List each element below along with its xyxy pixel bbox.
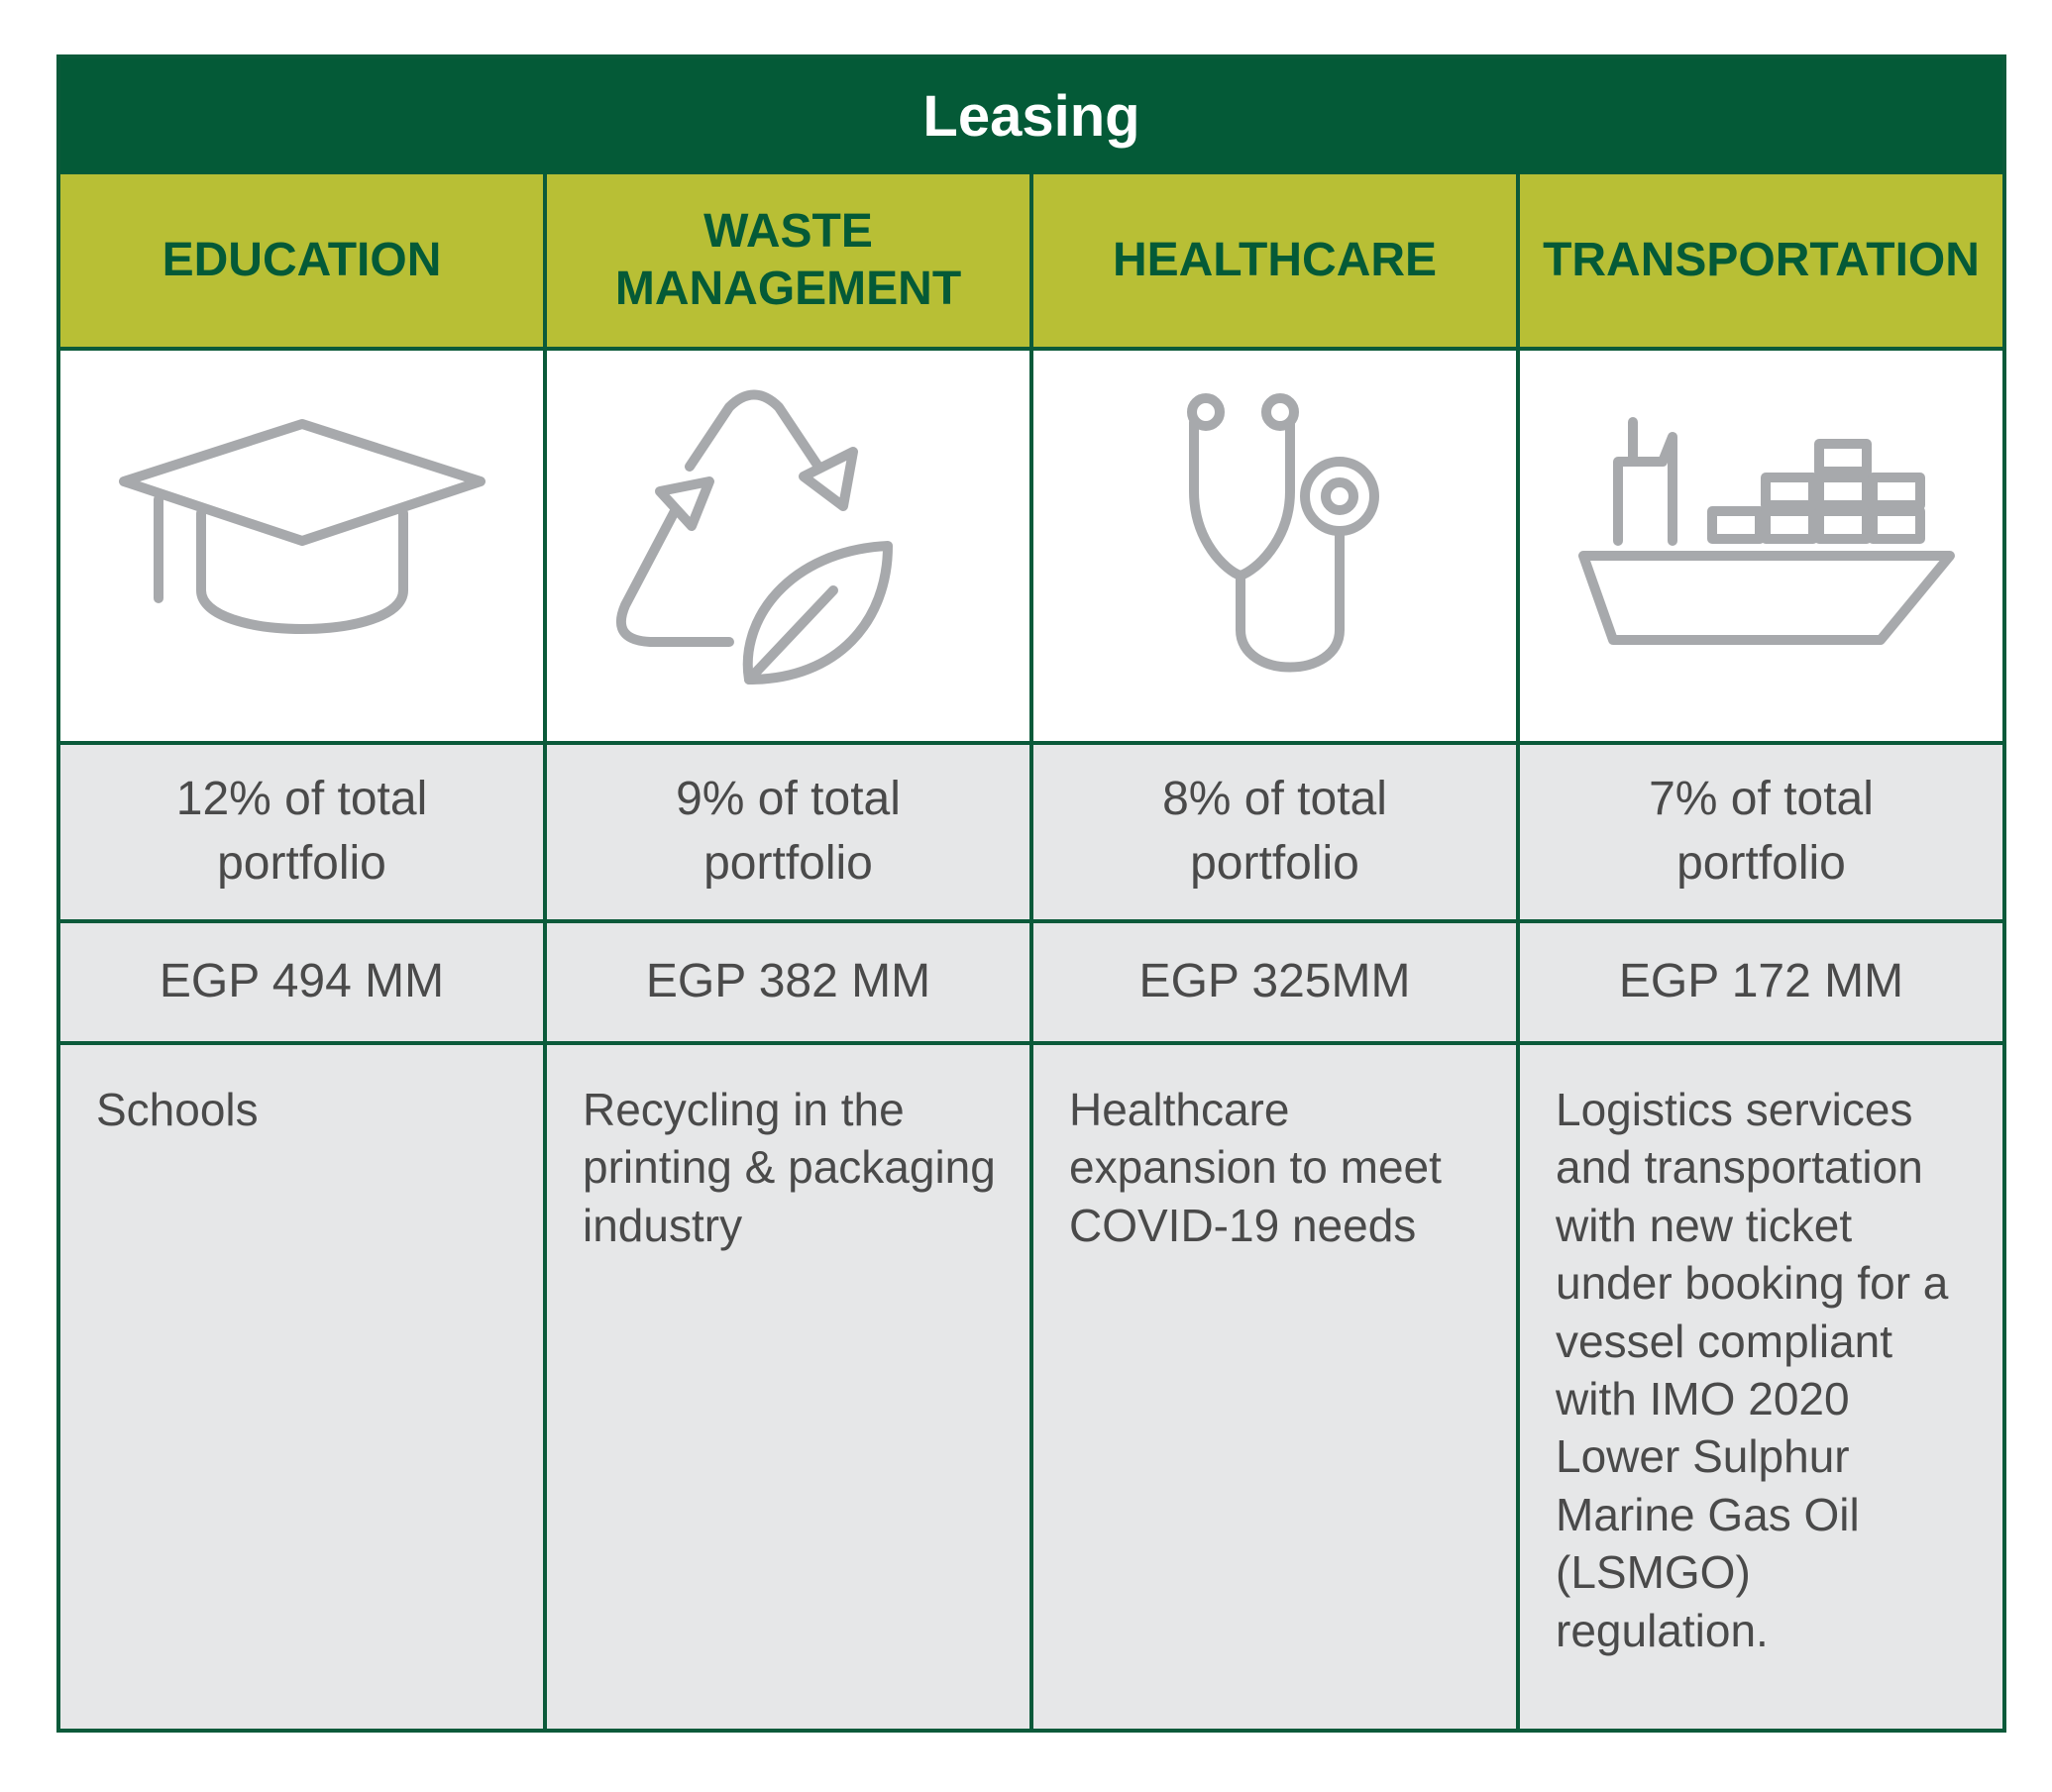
icon-cell-transportation <box>1520 351 2002 745</box>
amount-row: EGP 494 MM EGP 382 MM EGP 325MM EGP 172 … <box>60 923 2002 1045</box>
header-waste-management: WASTE MANAGEMENT <box>547 174 1033 351</box>
icon-row <box>60 351 2002 745</box>
icon-cell-waste-management <box>547 351 1033 745</box>
icon-cell-healthcare <box>1033 351 1520 745</box>
cargo-ship-icon <box>1577 417 1955 645</box>
share-education: 12% of total portfolio <box>60 745 547 923</box>
share-row: 12% of total portfolio 9% of total portf… <box>60 745 2002 923</box>
graduation-cap-icon <box>118 419 486 634</box>
header-transportation: TRANSPORTATION <box>1520 174 2002 351</box>
share-transportation: 7% of total portfolio <box>1520 745 2002 923</box>
share-waste-management: 9% of total portfolio <box>547 745 1033 923</box>
amount-education: EGP 494 MM <box>60 923 547 1045</box>
description-education: Schools <box>60 1045 547 1729</box>
share-healthcare: 8% of total portfolio <box>1033 745 1520 923</box>
description-row: Schools Recycling in the printing & pack… <box>60 1045 2002 1729</box>
description-healthcare: Healthcare expansion to meet COVID-19 ne… <box>1033 1045 1520 1729</box>
amount-healthcare: EGP 325MM <box>1033 923 1520 1045</box>
header-row: EDUCATION WASTE MANAGEMENT HEALTHCARE TR… <box>60 174 2002 351</box>
header-healthcare: HEALTHCARE <box>1033 174 1520 351</box>
header-education: EDUCATION <box>60 174 547 351</box>
stethoscope-icon <box>1186 393 1379 673</box>
leasing-table: Leasing EDUCATION WASTE MANAGEMENT HEALT… <box>56 54 2006 1733</box>
description-transportation: Logistics services and transportation wi… <box>1556 1084 1949 1656</box>
description-waste-management: Recycling in the printing & packaging in… <box>547 1045 1033 1729</box>
amount-waste-management: EGP 382 MM <box>547 923 1033 1045</box>
amount-transportation: EGP 172 MM <box>1520 923 2002 1045</box>
table-title: Leasing <box>60 58 2002 174</box>
recycle-leaf-icon <box>615 389 893 685</box>
icon-cell-education <box>60 351 547 745</box>
